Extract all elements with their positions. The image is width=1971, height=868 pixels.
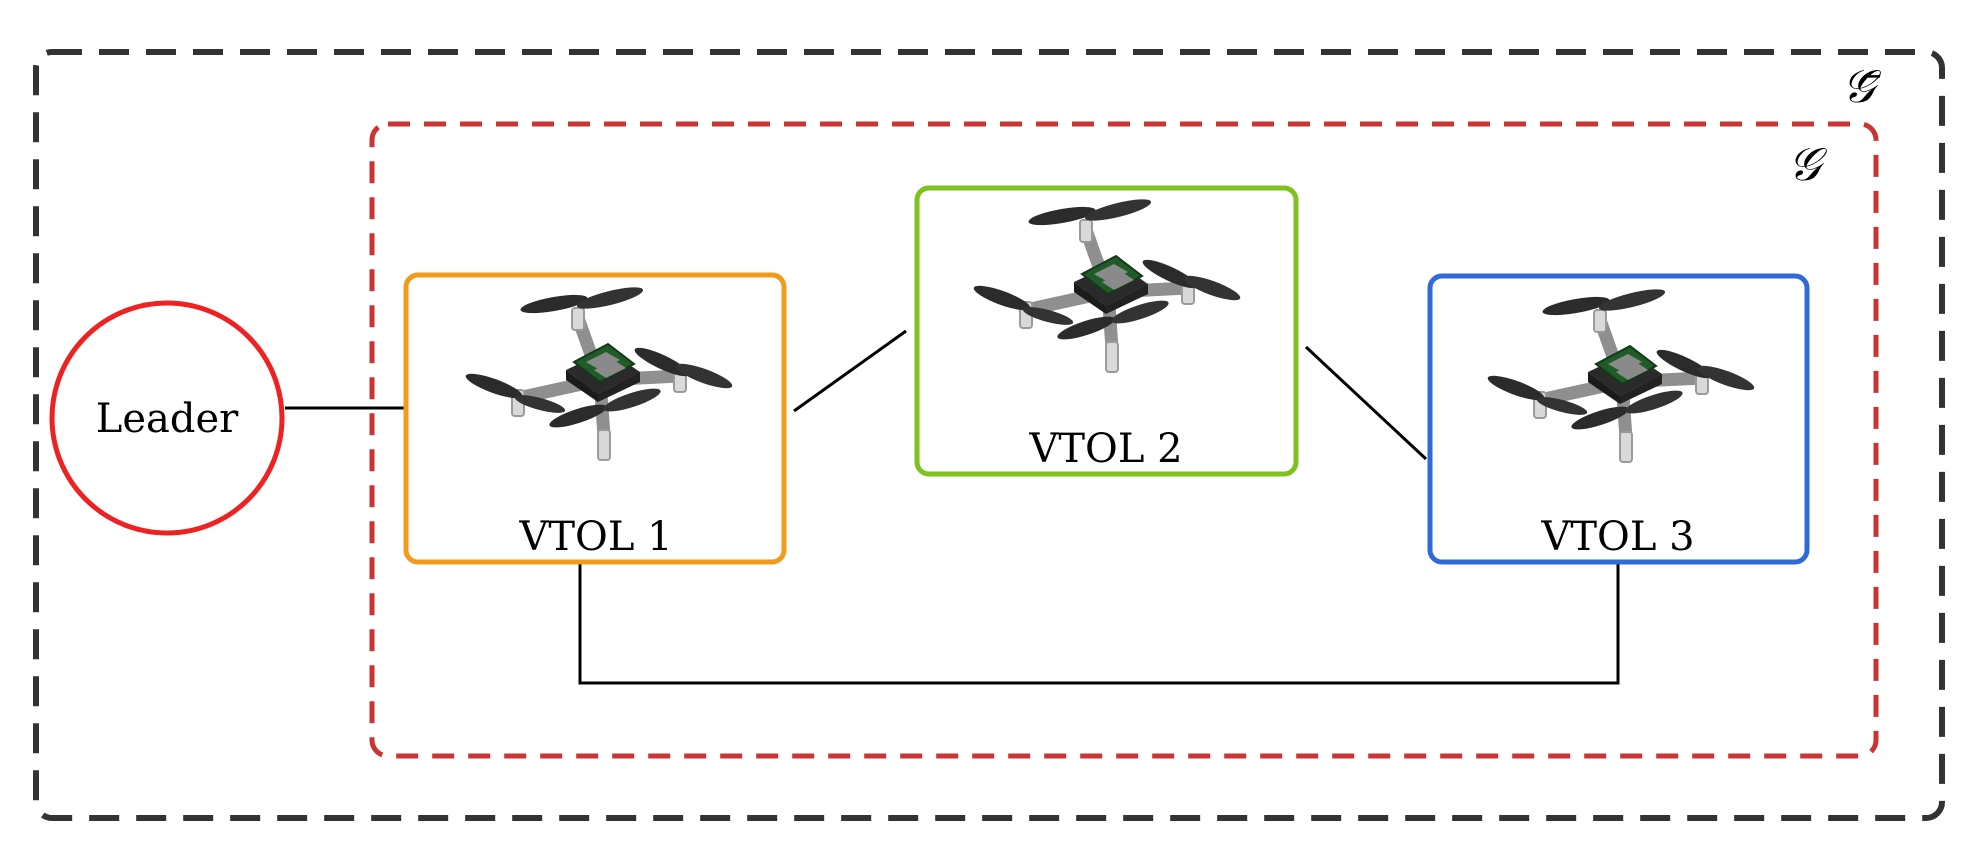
edge-vtol1-vtol3 (578, 562, 1620, 685)
edge-vtol2-vtol3 (1304, 345, 1428, 461)
vtol-label-3: VTOL 3 (1540, 514, 1694, 560)
vtol-label-2: VTOL 2 (1028, 426, 1182, 472)
vtol-node-3: VTOL 3 (1427, 273, 1810, 565)
vtol-node-2: VTOL 2 (914, 185, 1299, 477)
vtol-node-1: VTOL 1 (403, 272, 787, 565)
inner-graph-label: 𝒢 (1788, 137, 1828, 191)
inner-graph-boundary (369, 121, 1879, 759)
leader-label: Leader (96, 396, 239, 442)
leader-node (49, 300, 285, 536)
vtol-label-1: VTOL 1 (518, 514, 672, 560)
outer-graph-boundary (33, 49, 1945, 821)
edge-vtol1-vtol2 (793, 329, 907, 413)
outer-graph-label: 𝒢̄ (1842, 59, 1882, 113)
